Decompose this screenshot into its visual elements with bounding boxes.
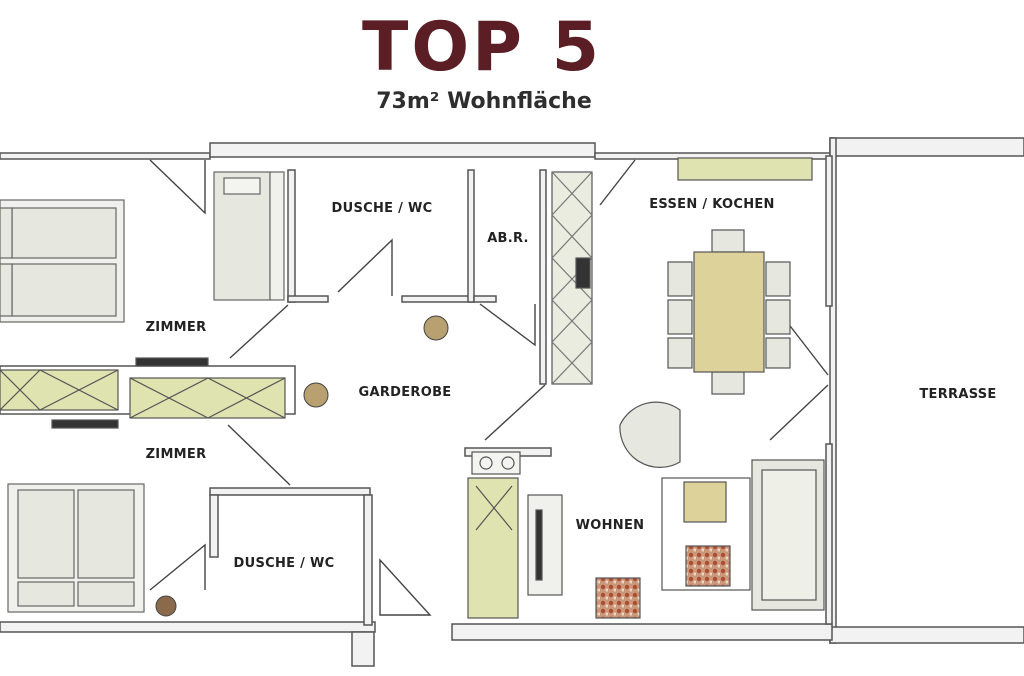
plan-title: TOP 5 xyxy=(361,8,603,87)
room-label-abstellraum: AB.R. xyxy=(487,231,529,246)
plant-garderobe-1 xyxy=(423,315,449,341)
walls xyxy=(0,137,1024,667)
room-label-terrasse: TERRASSE xyxy=(919,387,996,402)
wardrobe-zimmer-1 xyxy=(0,357,286,429)
bed-zimmer-2 xyxy=(7,483,145,613)
plan-subtitle: 73m² Wohnfläche xyxy=(376,89,592,114)
bath-fixtures-1 xyxy=(213,171,285,301)
room-label-wohnen: WOHNEN xyxy=(576,518,645,533)
bed-zimmer-1 xyxy=(0,199,125,323)
room-label-zimmer-1: ZIMMER xyxy=(146,320,207,335)
dining-set xyxy=(667,229,791,395)
room-label-dusche-wc-2: DUSCHE / WC xyxy=(234,556,335,571)
kitchen-cabinets xyxy=(551,157,813,385)
living-furniture xyxy=(467,401,825,619)
room-label-zimmer-2: ZIMMER xyxy=(146,447,207,462)
room-label-dusche-wc-1: DUSCHE / WC xyxy=(332,201,433,216)
plant-zimmer-2 xyxy=(155,595,177,617)
room-label-garderobe: GARDEROBE xyxy=(359,385,452,400)
room-label-essen-kochen: ESSEN / KOCHEN xyxy=(649,197,775,212)
plant-garderobe-2 xyxy=(303,382,329,408)
